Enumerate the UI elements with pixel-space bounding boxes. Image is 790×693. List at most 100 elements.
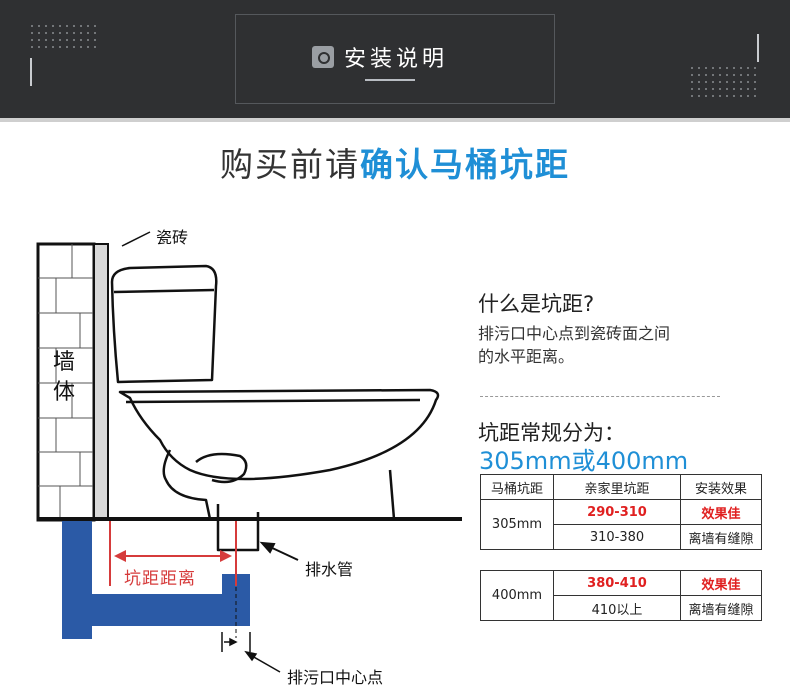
decorative-dot: [712, 67, 714, 69]
decorative-dot: [726, 81, 728, 83]
decorative-dot: [747, 74, 749, 76]
decorative-dot: [80, 32, 82, 34]
effect-cell: 离墙有缝隙: [680, 524, 762, 550]
decorative-dot: [31, 46, 33, 48]
decorative-dot: [712, 74, 714, 76]
decorative-dot: [754, 74, 756, 76]
effect-cell: 效果佳: [680, 499, 762, 525]
decorative-bar-right: [757, 34, 759, 62]
decorative-dot: [705, 74, 707, 76]
decorative-dot: [719, 88, 721, 90]
decorative-dot: [80, 46, 82, 48]
decorative-dot: [719, 95, 721, 97]
title-frame: [235, 14, 555, 104]
decorative-dot: [740, 81, 742, 83]
decorative-dot: [73, 46, 75, 48]
decorative-dot: [754, 67, 756, 69]
decorative-dot: [754, 88, 756, 90]
tile-label: 瓷砖: [156, 228, 189, 247]
headline-highlight: 确认马桶坑距: [360, 145, 570, 184]
decorative-dot: [747, 95, 749, 97]
decorative-dot: [94, 46, 96, 48]
decorative-dot: [719, 81, 721, 83]
decorative-dot: [733, 74, 735, 76]
decorative-dot: [726, 67, 728, 69]
decorative-dot: [66, 39, 68, 41]
decorative-dot: [691, 95, 693, 97]
decorative-dot: [31, 25, 33, 27]
camera-icon: [312, 46, 334, 68]
question-answer: 排污口中心点到瓷砖面之间 的水平距离。: [478, 322, 670, 368]
answer-line-2: 的水平距离。: [478, 347, 575, 366]
decorative-dot: [733, 81, 735, 83]
decorative-dot: [733, 67, 735, 69]
decorative-dot: [740, 88, 742, 90]
decorative-dot: [747, 81, 749, 83]
decorative-dot: [38, 39, 40, 41]
spacer-cell: [680, 549, 762, 571]
decorative-dot: [726, 74, 728, 76]
effect-cell: 离墙有缝隙: [680, 595, 762, 621]
drain-pipe: [62, 521, 250, 639]
dot-pattern-right: [690, 66, 760, 102]
decorative-dot: [698, 88, 700, 90]
decorative-dot: [66, 46, 68, 48]
decorative-dot: [87, 39, 89, 41]
range-cell: 380-410: [553, 570, 681, 596]
effect-cell: 效果佳: [680, 570, 762, 596]
decorative-dot: [691, 67, 693, 69]
decorative-dot: [740, 95, 742, 97]
decorative-dot: [712, 81, 714, 83]
decorative-dot: [80, 39, 82, 41]
decorative-dot: [712, 95, 714, 97]
range-cell: 310-380: [553, 524, 681, 550]
decorative-dot: [754, 95, 756, 97]
decorative-dot: [726, 88, 728, 90]
decorative-dot: [87, 46, 89, 48]
spacer-cell: [480, 549, 554, 571]
decorative-dot: [52, 25, 54, 27]
title-underline: [365, 79, 415, 81]
decorative-dot: [698, 74, 700, 76]
page-headline: 购买前请确认马桶坑距: [0, 138, 790, 186]
decorative-dot: [719, 74, 721, 76]
decorative-dot: [52, 39, 54, 41]
spacer-cell: [553, 549, 681, 571]
decorative-bar-left: [30, 58, 32, 86]
decorative-dot: [698, 81, 700, 83]
drain-pipe-pointer: [259, 541, 299, 561]
decorative-dot: [691, 88, 693, 90]
decorative-dot: [94, 39, 96, 41]
decorative-dot: [38, 46, 40, 48]
table-header-row: 马桶坑距 亲家里坑距 安装效果: [480, 474, 762, 500]
table-row: 410以上 离墙有缝隙: [481, 595, 762, 621]
decorative-dot: [691, 74, 693, 76]
dashed-divider: [480, 396, 720, 397]
decorative-dot: [59, 46, 61, 48]
decorative-dot: [705, 95, 707, 97]
toilet-illustration: [110, 264, 440, 552]
decorative-dot: [733, 95, 735, 97]
headline-prefix: 购买前请: [220, 145, 360, 184]
decorative-dot: [45, 39, 47, 41]
range-cell: 290-310: [553, 499, 681, 525]
drain-pipe-label: 排水管: [305, 560, 354, 579]
range-cell: 410以上: [553, 595, 681, 621]
wall-label-2: 体: [53, 380, 76, 405]
distance-measure: [109, 521, 237, 586]
decorative-dot: [66, 25, 68, 27]
tile-layer: [93, 243, 109, 521]
decorative-dot: [73, 32, 75, 34]
table-spacer-row: [480, 549, 762, 571]
header-title: 安装说明: [344, 47, 449, 72]
decorative-dot: [80, 25, 82, 27]
decorative-dot: [38, 32, 40, 34]
decorative-dot: [726, 95, 728, 97]
question-title: 什么是坑距?: [478, 292, 595, 316]
decorative-dot: [31, 39, 33, 41]
decorative-dot: [733, 88, 735, 90]
decorative-dot: [754, 81, 756, 83]
decorative-dot: [747, 67, 749, 69]
table-row: 310-380 离墙有缝隙: [481, 524, 762, 550]
